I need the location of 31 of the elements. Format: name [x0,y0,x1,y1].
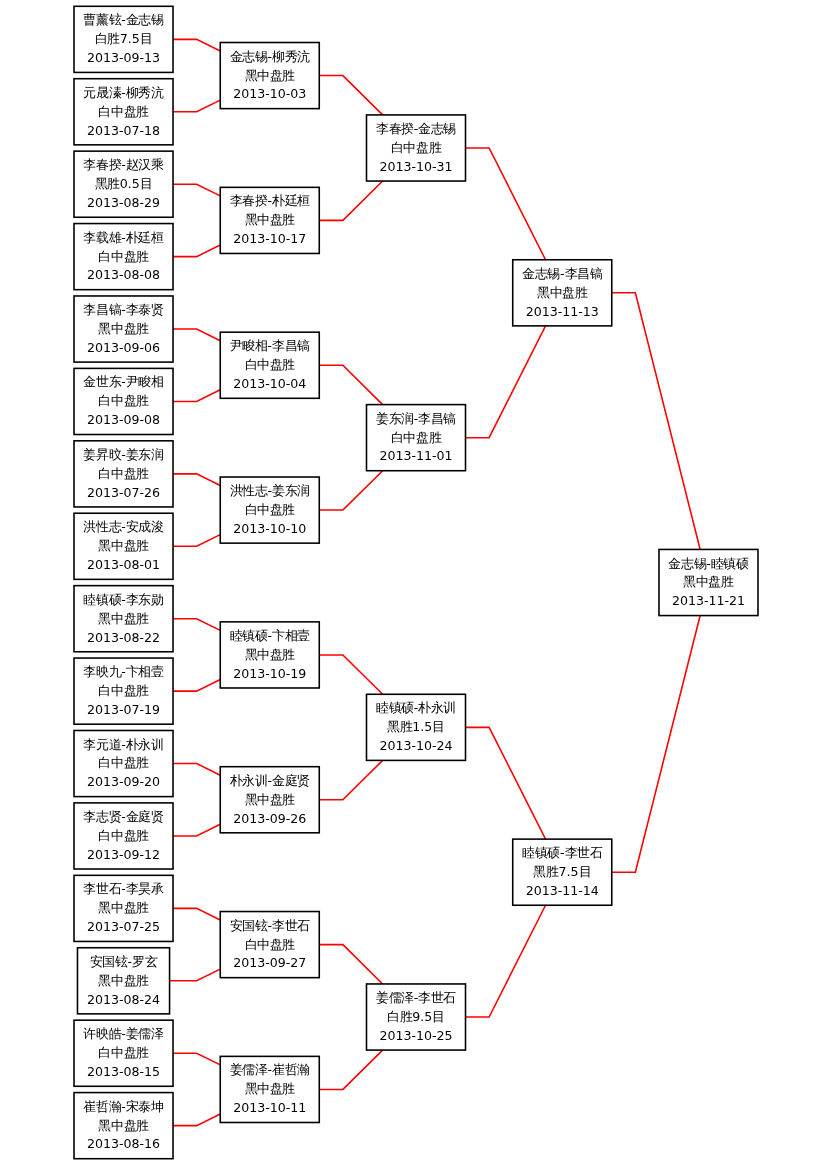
node-box: 睦镇硕-卞相壹 黑中盘胜 2013-10-19 [219,621,321,689]
node-box: 安国铉-李世石 白中盘胜 2013-09-27 [219,910,321,979]
node-box: 李元道-朴永训 白中盘胜 2013-09-20 [73,729,174,798]
node-box: 李志贤-金庭贤 白中盘胜 2013-09-12 [73,802,174,870]
node-box: 李春揆-朴廷桓 黑中盘胜 2013-10-17 [219,186,321,255]
node-box: 许映皓-姜儒泽 白中盘胜 2013-08-15 [73,1019,174,1088]
node-box: 李春揆-赵汉乘 黑胜0.5目 2013-08-29 [73,150,174,219]
node-box: 朴永训-金庭贤 黑中盘胜 2013-09-26 [219,765,321,834]
node-box: 李春揆-金志锡 白中盘胜 2013-10-31 [365,114,467,182]
node-box: 洪性志-安成浚 黑中盘胜 2013-08-01 [73,512,174,581]
node-box: 曹薰铉-金志锡 白胜7.5目 2013-09-13 [73,5,174,74]
node-box: 元晟溱-柳秀沆 白中盘胜 2013-07-18 [73,77,174,146]
node-box: 睦镇硕-李世石 黑胜7.5目 2013-11-14 [511,838,613,907]
node-box: 李映九-卞相壹 白中盘胜 2013-07-19 [73,657,174,725]
node-box: 洪性志-姜东润 白中盘胜 2013-10-10 [219,476,321,544]
node-box: 姜儒泽-崔哲瀚 黑中盘胜 2013-10-11 [219,1055,321,1124]
node-box: 睦镇硕-李东勋 黑中盘胜 2013-08-22 [73,584,174,653]
node-box: 李世石-李昊承 黑中盘胜 2013-07-25 [73,874,174,943]
node-box: 姜儒泽-李世石 白胜9.5目 2013-10-25 [365,983,467,1051]
node-box: 尹畯相-李昌镐 白中盘胜 2013-10-04 [219,331,321,400]
node-box: 金世东-尹畯相 白中盘胜 2013-09-08 [73,367,174,436]
node-box: 李载雄-朴廷桓 白中盘胜 2013-08-08 [73,222,174,291]
node-box: 金志锡-睦镇硕 黑中盘胜 2013-11-21 [658,548,759,617]
node-box: 崔哲瀚-宋泰坤 黑中盘胜 2013-08-16 [73,1091,174,1160]
node-box: 金志锡-李昌镐 黑中盘胜 2013-11-13 [511,258,613,327]
node-box: 金志锡-柳秀沆 黑中盘胜 2013-10-03 [219,41,321,110]
node-box: 李昌镐-李泰贤 黑中盘胜 2013-09-06 [73,295,174,363]
node-box: 姜东润-李昌镐 白中盘胜 2013-11-01 [365,403,467,472]
node-box: 安国铉-罗玄 黑中盘胜 2013-08-24 [76,946,171,1015]
node-box: 姜昇旼-姜东润 白中盘胜 2013-07-26 [73,440,174,508]
node-box: 睦镇硕-朴永训 黑胜1.5目 2013-10-24 [365,693,467,762]
